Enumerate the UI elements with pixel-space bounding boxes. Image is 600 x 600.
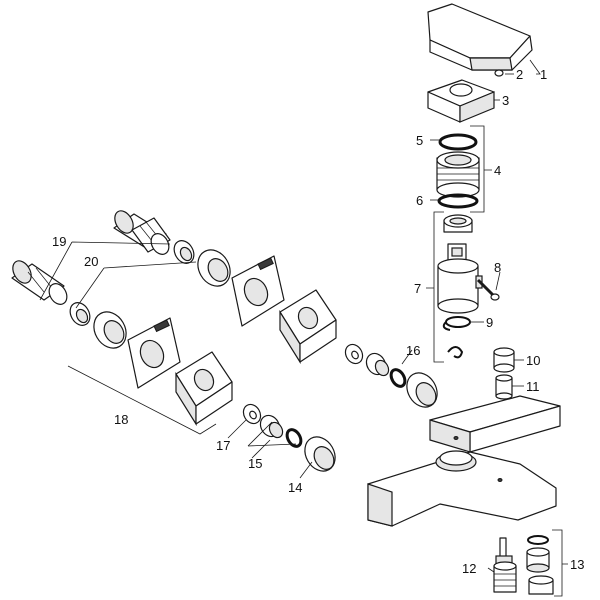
o-ring-upper-connector [389, 368, 407, 388]
callout-8: 8 [494, 260, 501, 275]
callout-18: 18 [114, 412, 128, 427]
insert-sleeve [495, 374, 513, 400]
callout-13: 13 [570, 557, 584, 572]
retaining-clip [442, 316, 471, 331]
callout-7: 7 [414, 281, 421, 296]
callout-20: 20 [84, 254, 98, 269]
o-ring-lower-connector [285, 428, 303, 448]
callout-15: 15 [248, 456, 262, 471]
cartridge-nut [443, 214, 473, 233]
flange-upper [173, 240, 195, 264]
callout-1: 1 [540, 67, 547, 82]
plug-cap [493, 347, 515, 373]
callout-16: 16 [406, 343, 420, 358]
connector-upper [365, 352, 390, 377]
washer-lower [242, 403, 262, 425]
callout-3: 3 [502, 93, 509, 108]
callout-17: 17 [216, 438, 230, 453]
callout-labels: 1 2 3 5 4 6 8 7 9 16 10 11 18 17 15 14 1… [52, 67, 584, 576]
callout-6: 6 [416, 193, 423, 208]
cartridge-screw [476, 278, 500, 301]
threaded-sleeve [436, 151, 480, 198]
cover-square-upper [279, 289, 337, 365]
callout-4: 4 [494, 163, 501, 178]
escutcheon-plate-upper [231, 255, 285, 327]
diverter-valve [493, 537, 517, 593]
spring-hook [447, 346, 464, 359]
cap-nut-upper [406, 372, 438, 408]
leader-lines [39, 59, 541, 573]
connector-lower [259, 414, 284, 439]
escutcheon-plate-lower [127, 317, 181, 389]
callout-2: 2 [516, 67, 523, 82]
bracket-7 [426, 211, 444, 363]
washer-upper [344, 343, 364, 365]
aerator-set [526, 535, 554, 595]
nut-lower [93, 311, 127, 349]
bracket-4 [470, 125, 492, 213]
callout-5: 5 [416, 133, 423, 148]
callout-10: 10 [526, 353, 540, 368]
cap-nut-lower [304, 436, 336, 472]
callout-12: 12 [462, 561, 476, 576]
bracket-13 [552, 529, 568, 597]
nut-upper [197, 249, 231, 287]
callout-11: 11 [526, 379, 540, 394]
callout-19: 19 [52, 234, 66, 249]
o-ring-lower [437, 193, 479, 209]
callout-14: 14 [288, 480, 302, 495]
callout-9: 9 [486, 315, 493, 330]
square-cap [427, 79, 495, 123]
set-screw [494, 69, 504, 77]
o-ring-upper [438, 133, 478, 151]
cover-square-lower [175, 351, 233, 427]
handle-lever [427, 3, 533, 71]
thermostatic-cartridge [437, 243, 483, 314]
mixer-body [367, 395, 561, 527]
flange-lower [69, 302, 91, 326]
s-union-lower [11, 260, 68, 305]
s-union-upper [113, 210, 171, 255]
